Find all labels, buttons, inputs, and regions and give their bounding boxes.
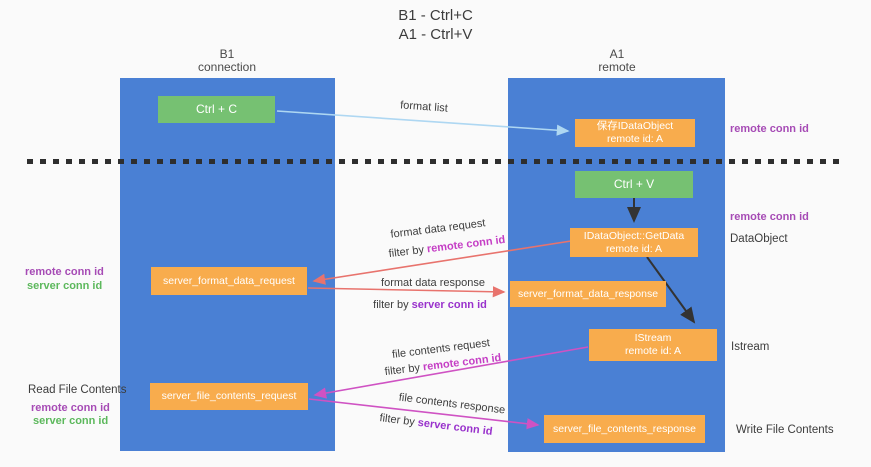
ctrl-v-label: Ctrl + V [613, 177, 655, 191]
label-file-contents-response: file contents response [398, 391, 506, 417]
annotation-left-server-conn-id-mid: server conn id [27, 280, 103, 292]
node-istream: IStream remote id: A [589, 329, 717, 361]
label-filter-by-server-2: filter by server conn id [379, 412, 493, 438]
node-server-file-contents-response: server_file_contents_response [544, 415, 705, 443]
node-save-idataobject: 保存IDataObject remote id: A [575, 119, 695, 147]
istream-line2: remote id: A [624, 345, 682, 357]
filter-highlight-1: remote conn id [426, 233, 506, 256]
lane-a1-name: A1 [609, 47, 625, 61]
node-ctrl-c: Ctrl + C [158, 96, 275, 123]
lane-header-b1: B1 connection [167, 48, 287, 74]
filter-prefix-2: filter by [373, 299, 412, 311]
filter-prefix-3: filter by [384, 361, 424, 379]
istream-line1: IStream [634, 332, 672, 344]
node-ctrl-v: Ctrl + V [575, 171, 693, 198]
save-idataobject-line2: remote id: A [606, 133, 664, 145]
label-format-list: format list [399, 99, 449, 115]
lane-b1-name: B1 [219, 47, 235, 61]
annotation-read-file-contents: Read File Contents [28, 384, 127, 396]
page-title: B1 - Ctrl+C A1 - Ctrl+V [0, 6, 871, 44]
annotation-dataobject: DataObject [730, 233, 788, 245]
annotation-istream: Istream [731, 341, 770, 353]
annotation-remote-conn-id-mid: remote conn id [730, 211, 809, 223]
filter-highlight-4: server conn id [417, 416, 494, 438]
node-idataobject-getdata: IDataObject::GetData remote id: A [570, 228, 698, 257]
filter-highlight-2: server conn id [411, 299, 487, 311]
annotation-left-remote-conn-id-mid: remote conn id [25, 266, 104, 278]
server-format-data-request-label: server_format_data_request [163, 274, 295, 287]
server-file-contents-request-label: server_file_contents_request [161, 390, 297, 402]
ctrl-c-label: Ctrl + C [195, 102, 237, 116]
title-line-2: A1 - Ctrl+V [398, 26, 473, 43]
server-format-data-response-label: server_format_data_response [517, 287, 659, 300]
label-format-data-response: format data response [381, 277, 485, 289]
annotation-write-file-contents: Write File Contents [736, 424, 834, 436]
node-server-format-data-request: server_format_data_request [151, 267, 307, 295]
label-filter-by-server-1: filter by server conn id [373, 299, 487, 311]
lane-a1-role: remote [598, 60, 636, 74]
save-idataobject-line1: 保存IDataObject [596, 120, 674, 132]
getdata-line1: IDataObject::GetData [583, 229, 685, 242]
annotation-remote-conn-id-top: remote conn id [730, 123, 809, 135]
annotation-left-server-conn-id-bottom: server conn id [33, 415, 109, 427]
title-line-1: B1 - Ctrl+C [398, 7, 473, 24]
getdata-line2: remote id: A [605, 242, 663, 255]
filter-prefix-1: filter by [388, 243, 428, 261]
node-server-format-data-response: server_format_data_response [510, 281, 666, 307]
node-server-file-contents-request: server_file_contents_request [150, 383, 308, 410]
lane-b1-role: connection [197, 60, 257, 74]
server-file-contents-response-label: server_file_contents_response [552, 422, 696, 435]
lane-header-a1: A1 remote [557, 48, 677, 74]
annotation-left-remote-conn-id-bottom: remote conn id [31, 402, 110, 414]
filter-prefix-4: filter by [378, 412, 419, 429]
